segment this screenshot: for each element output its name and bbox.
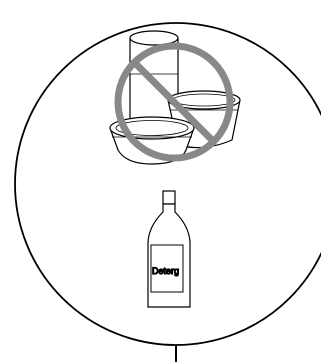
bottle-cap bbox=[163, 191, 175, 204]
bottle-label-text: Deterg bbox=[152, 266, 179, 276]
detergent-bottle-icon: Deterg bbox=[148, 191, 190, 307]
stacked-cans-icon bbox=[110, 31, 240, 164]
